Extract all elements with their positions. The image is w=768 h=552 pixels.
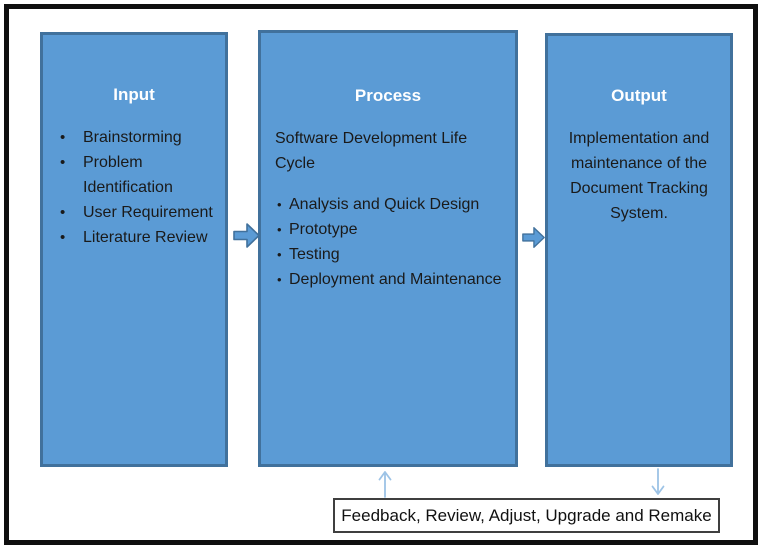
process-box: Process Software Development Life Cycle … — [258, 30, 518, 467]
bullet-icon: • — [60, 129, 66, 146]
down-arrow-icon — [651, 468, 665, 495]
list-item-label: Analysis and Quick Design — [289, 196, 480, 213]
list-item: • Literature Review — [60, 225, 217, 250]
right-block-arrow-icon — [233, 223, 260, 248]
list-item: • Deployment and Maintenance — [277, 267, 509, 292]
input-box-title: Input — [113, 85, 155, 104]
list-item: • Problem Identification — [60, 150, 217, 200]
output-box-title: Output — [611, 86, 667, 105]
bullet-icon: • — [277, 247, 282, 262]
list-item: • Brainstorming — [60, 125, 217, 150]
bullet-icon: • — [60, 229, 66, 246]
outer-frame — [4, 4, 758, 545]
output-box: Output Implementation and maintenance of… — [545, 33, 733, 467]
input-bullet-list: • Brainstorming • Problem Identification… — [60, 125, 217, 250]
bullet-icon: • — [277, 197, 282, 212]
feedback-box: Feedback, Review, Adjust, Upgrade and Re… — [333, 498, 720, 533]
list-item-label: Literature Review — [83, 229, 208, 246]
process-box-title: Process — [354, 86, 422, 105]
list-item-label: Prototype — [289, 221, 358, 238]
feedback-label: Feedback, Review, Adjust, Upgrade and Re… — [341, 505, 712, 525]
process-intro-text: Software Development Life Cycle — [275, 130, 468, 172]
bullet-icon: • — [60, 204, 66, 221]
list-item-label: Brainstorming — [83, 129, 182, 146]
bullet-icon: • — [277, 272, 282, 287]
process-bullet-list: • Analysis and Quick Design • Prototype … — [277, 192, 509, 292]
list-item-label: User Requirement — [83, 204, 213, 221]
list-item: • Testing — [277, 242, 509, 267]
list-item: • Prototype — [277, 217, 509, 242]
bullet-icon: • — [277, 222, 282, 237]
list-item-label: Testing — [289, 246, 340, 263]
list-item-label: Deployment and Maintenance — [289, 271, 502, 288]
up-arrow-icon — [378, 471, 392, 498]
input-box: Input • Brainstorming • Problem Identifi… — [40, 32, 228, 467]
output-body-text: Implementation and maintenance of the Do… — [568, 130, 710, 222]
bullet-icon: • — [60, 154, 66, 171]
right-block-arrow-icon — [522, 227, 545, 248]
list-item-label: Problem Identification — [83, 154, 173, 196]
list-item: • Analysis and Quick Design — [277, 192, 509, 217]
list-item: • User Requirement — [60, 200, 217, 225]
